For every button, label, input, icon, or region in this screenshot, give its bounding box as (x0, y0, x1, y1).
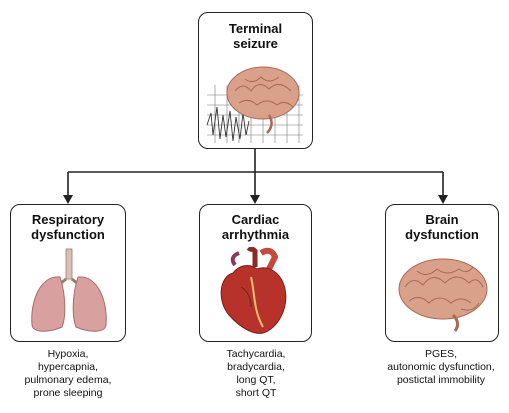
respiratory-dysfunction-title: Respiratory dysfunction (11, 212, 125, 242)
brain-with-eeg-trace-icon (205, 55, 305, 145)
heart-icon (211, 247, 301, 337)
respiratory-caption: Hypoxia, hypercapnia, pulmonary edema, p… (4, 348, 132, 400)
cardiac-arrhythmia-title: Cardiac arrhythmia (200, 212, 311, 242)
lungs-icon (24, 247, 114, 335)
terminal-seizure-box: Terminal seizure (198, 12, 313, 149)
terminal-seizure-title: Terminal seizure (199, 21, 312, 51)
arrowhead-center (250, 195, 260, 204)
brain-dysfunction-title: Brain dysfunction (386, 212, 498, 242)
respiratory-dysfunction-box: Respiratory dysfunction (10, 204, 126, 342)
brain-dysfunction-box: Brain dysfunction (385, 204, 499, 342)
cardiac-arrhythmia-box: Cardiac arrhythmia (199, 204, 312, 342)
cardiac-caption: Tachycardia, bradycardia, long QT, short… (192, 348, 320, 400)
arrowhead-left (63, 195, 73, 204)
arrowhead-right (438, 195, 448, 204)
brain-icon (393, 253, 493, 333)
brain-caption: PGES, autonomic dysfunction, postictal i… (374, 348, 508, 387)
